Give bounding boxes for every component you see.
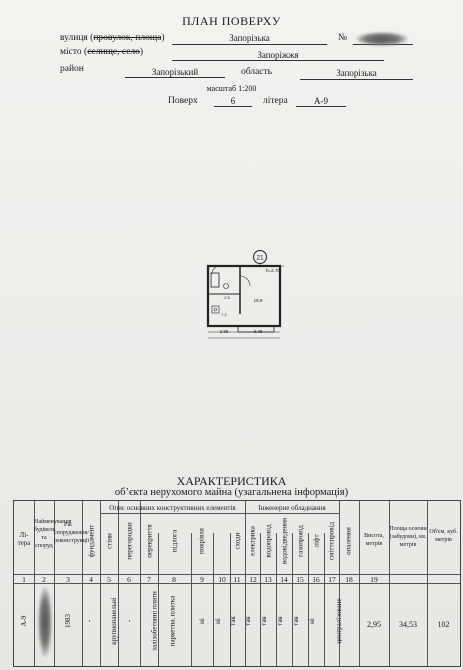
number-label: № bbox=[338, 33, 348, 43]
col-header-floors: перекриття bbox=[145, 524, 154, 558]
col-header-building-name: Найменування будівель та споруд bbox=[34, 519, 72, 549]
col-header-gas: газопровід bbox=[296, 525, 305, 557]
region-underline bbox=[300, 79, 413, 80]
characteristics-title: ХАРАКТЕРИСТИКА bbox=[176, 474, 287, 488]
plan-apartment-number: 21 bbox=[256, 255, 264, 262]
region-value: Запорізька bbox=[336, 68, 377, 78]
cell-sewer: так bbox=[260, 616, 268, 626]
col-header-area: Площа основи (забудови), кв. метрів bbox=[389, 526, 427, 548]
col-header-stairs: сходи bbox=[233, 532, 242, 550]
col-header-volume: Об'єм, куб. метрів bbox=[429, 529, 458, 543]
col-header-electricity: електрика bbox=[248, 526, 257, 556]
group-header-construction: Опис основних конструктивних елементів bbox=[109, 504, 236, 512]
characteristics-subtitle: об’єкта нерухомого майна (узагальнена ін… bbox=[114, 487, 349, 498]
cell-roof: ні bbox=[198, 618, 206, 624]
group-header-engineering: Інженерне обладнання bbox=[258, 504, 326, 512]
city-value: Запоріжжя bbox=[257, 50, 299, 60]
cell-electricity: так bbox=[229, 616, 237, 626]
letter-label: літера bbox=[263, 96, 288, 106]
cell-garbage: ні bbox=[308, 618, 316, 624]
street-value: Запорізька bbox=[229, 33, 270, 43]
cell-water: так bbox=[244, 616, 252, 626]
cell-height: 2,95 bbox=[367, 620, 381, 629]
street-underline bbox=[172, 44, 327, 45]
cell-year: 1983 bbox=[64, 614, 72, 628]
plan-kitchen-area: 7.2 bbox=[221, 312, 227, 317]
cell-gas: так bbox=[276, 616, 284, 626]
floor-underline bbox=[214, 106, 252, 107]
col-header-water: водопровід bbox=[264, 524, 273, 558]
plan-height-label: h=2.70 bbox=[266, 268, 280, 273]
col-header-walls: стіни bbox=[105, 533, 114, 549]
plan-hall-area: 2.5 bbox=[224, 295, 230, 300]
col-header-partitions: перегородки bbox=[125, 522, 134, 560]
letter-value: А-9 bbox=[314, 96, 328, 106]
col-header-garbage: сміттєпровід bbox=[327, 521, 336, 561]
col-header-lift: ліфт bbox=[312, 534, 321, 548]
cell-stairs: ні bbox=[214, 618, 222, 624]
cell-lift: так bbox=[292, 616, 300, 626]
cell-heating: централізоване bbox=[335, 598, 343, 644]
district-underline bbox=[125, 77, 225, 78]
cell-area: 34,53 bbox=[399, 620, 417, 629]
col-header-roof: покрівля bbox=[197, 527, 206, 555]
col-header-flooring: підлога bbox=[170, 529, 179, 553]
cell-volume: 102 bbox=[437, 620, 450, 629]
cell-letter: А-9 bbox=[20, 615, 28, 627]
floor-label: Поверх bbox=[168, 96, 198, 106]
plan-room-area: 18.9 bbox=[254, 298, 263, 303]
plan-dim-right: 3.48 bbox=[254, 329, 263, 334]
cell-flooring: паркетна, плитка bbox=[168, 595, 177, 647]
col-header-height: Висота, метрів bbox=[364, 533, 384, 547]
cell-foundation: - bbox=[85, 619, 93, 623]
floor-plan-drawing: 21 h=2.70 18.9 7.2 2.5 2.88 3.48 bbox=[206, 250, 284, 339]
plan-dim-left: 2.88 bbox=[220, 329, 229, 334]
col-header-year: Рік спорудження/ реконструкції bbox=[54, 522, 90, 544]
redacted-number bbox=[356, 32, 408, 46]
floor-value: 6 bbox=[230, 96, 236, 106]
col-header-letter: Лі-тера bbox=[17, 531, 31, 547]
city-label: місто (селище, село) bbox=[60, 47, 144, 57]
district-value: Запорізький bbox=[151, 67, 199, 77]
cell-partitions: - bbox=[125, 619, 133, 623]
cell-walls: крупнопанельні bbox=[110, 597, 118, 645]
region-label: область bbox=[241, 67, 273, 77]
street-label: вулиця (провулок, площа) bbox=[60, 33, 165, 43]
letter-underline bbox=[296, 106, 346, 107]
redacted-building-name bbox=[38, 587, 52, 657]
city-underline bbox=[172, 60, 384, 61]
characteristics-table: Опис основних конструктивних елементів І… bbox=[13, 500, 461, 667]
col-header-foundation: фундамент bbox=[87, 524, 96, 558]
col-header-sewer: водовідведення bbox=[280, 517, 289, 565]
cell-floors: залізобетонні плити bbox=[150, 591, 159, 651]
district-label: район bbox=[60, 64, 84, 74]
col-header-heating: опалення bbox=[344, 527, 353, 555]
scale-label: масштаб 1:200 bbox=[206, 84, 257, 93]
page-title: ПЛАН ПОВЕРХУ bbox=[182, 14, 281, 28]
